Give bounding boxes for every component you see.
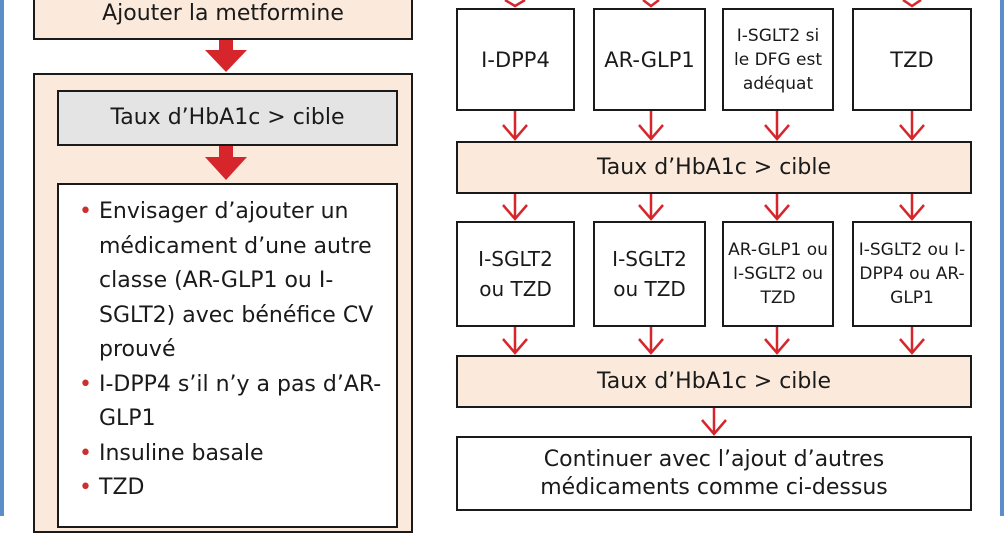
drug-box-isglt2-dfg: I-SGLT2 si le DFG est adéquat — [722, 8, 834, 111]
drug-label: I-SGLT2 ou I-DPP4 ou AR-GLP1 — [858, 240, 966, 308]
drug-box-arglp1: AR-GLP1 — [593, 8, 706, 111]
drug-label: AR-GLP1 — [604, 47, 695, 72]
arrow-down-icon — [205, 40, 247, 72]
hba1c-left-label: Taux d’HbA1c > cible — [110, 105, 345, 130]
arrow-down-icon — [502, 194, 925, 221]
drug-box-row2-3: AR-GLP1 ou I-SGLT2 ou TZD — [722, 221, 834, 327]
frame-left-border — [0, 0, 4, 516]
drug-label: I-SGLT2 ou TZD — [478, 247, 553, 301]
arrow-down-icon — [502, 327, 925, 355]
flow-arrows — [205, 0, 925, 436]
arrow-down-icon — [504, 0, 922, 8]
drug-label: I-DPP4 — [481, 47, 550, 72]
hba1c-box-1: Taux d’HbA1c > cible — [456, 141, 972, 194]
drug-box-row2-1: I-SGLT2 ou TZD — [456, 221, 575, 327]
arrow-down-icon — [502, 111, 925, 141]
drug-label: I-SGLT2 si le DFG est adéquat — [733, 25, 822, 94]
hba1c-left-box: Taux d’HbA1c > cible — [57, 90, 398, 146]
drug-label: I-SGLT2 ou TZD — [612, 247, 687, 301]
hba1c-label: Taux d’HbA1c > cible — [596, 154, 832, 180]
continue-label: Continuer avec l’ajout d’autres médicame… — [540, 446, 888, 500]
add-metformin-label: Ajouter la metformine — [102, 1, 344, 26]
option-item: Envisager d’ajouter un médicament d’une … — [79, 195, 386, 368]
arrow-down-icon — [205, 146, 247, 180]
treatment-options-box: Envisager d’ajouter un médicament d’une … — [57, 183, 398, 528]
hba1c-box-2: Taux d’HbA1c > cible — [456, 355, 972, 408]
drug-label: TZD — [890, 47, 934, 72]
hba1c-label: Taux d’HbA1c > cible — [596, 368, 832, 394]
option-item: I-DPP4 s’il n’y a pas d’AR-GLP1 — [79, 368, 386, 437]
drug-box-tzd: TZD — [852, 8, 972, 111]
drug-box-row2-2: I-SGLT2 ou TZD — [593, 221, 706, 327]
frame-right-border — [1000, 0, 1004, 516]
option-item: Insuline basale — [79, 437, 386, 472]
drug-label: AR-GLP1 ou I-SGLT2 ou TZD — [728, 240, 828, 308]
continue-box: Continuer avec l’ajout d’autres médicame… — [456, 436, 972, 511]
drug-box-idpp4: I-DPP4 — [456, 8, 575, 111]
option-item: TZD — [79, 471, 386, 506]
arrow-down-icon — [701, 408, 727, 436]
add-metformin-box: Ajouter la metformine — [33, 0, 413, 40]
drug-box-row2-4: I-SGLT2 ou I-DPP4 ou AR-GLP1 — [852, 221, 972, 327]
